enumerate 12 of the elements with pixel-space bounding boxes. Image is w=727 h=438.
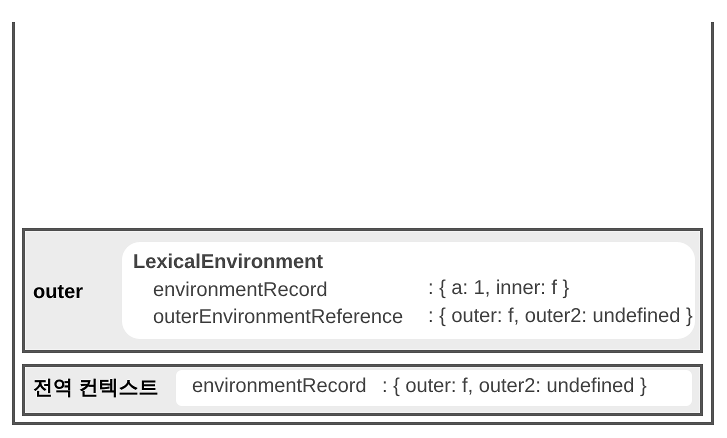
property-name: environmentRecord [153,278,328,302]
execution-context-box [22,364,703,416]
property-value: : { outer: f, outer2: undefined } [428,304,693,328]
execution-context-box [22,228,703,353]
property-name: environmentRecord [192,374,367,398]
context-name: 전역 컨텍스트 [33,376,159,400]
context-name: outer [33,280,83,304]
property-name: outerEnvironmentReference [153,305,404,329]
stack-container [12,22,714,425]
property-value: : { a: 1, inner: f } [428,276,570,300]
property-value: : { outer: f, outer2: undefined } [382,374,647,398]
panel-heading: LexicalEnvironment [133,250,324,274]
